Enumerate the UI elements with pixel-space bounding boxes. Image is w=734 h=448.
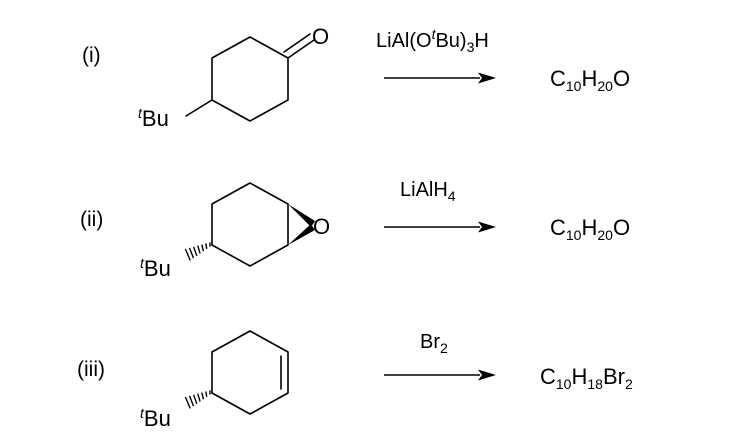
reaction-arrow-i [384, 72, 496, 84]
cyclohexane-ring [211, 36, 289, 122]
reaction-label-ii: (ii) [80, 208, 103, 231]
reagent-i: LiAl(OtBu)3H [376, 26, 489, 55]
cyclohexanone-structure: O tBu [138, 24, 329, 131]
epoxide-wedge-top [288, 204, 315, 227]
hashed-bond-tbu [184, 390, 211, 409]
tbu-group: tBu [138, 105, 169, 131]
reaction-iii: (iii) tBu Br2 C10H18Br2 [77, 330, 633, 431]
product-formula-ii: C10H20O [550, 215, 630, 243]
tbu-bond [185, 99, 213, 117]
cyclohexene-ring [211, 330, 289, 415]
epoxide-oxygen: O [313, 214, 330, 239]
product-formula-iii: C10H18Br2 [540, 364, 633, 392]
reagent-ii: LiAlH4 [400, 179, 456, 204]
epoxide-wedge-bottom [288, 224, 315, 245]
hashed-bond-tbu [184, 242, 211, 261]
cyclohexane-ring [211, 182, 289, 267]
cyclohexene-structure: tBu [140, 330, 289, 431]
carbonyl-oxygen: O [312, 24, 329, 49]
tbu-group: tBu [140, 405, 171, 431]
epoxide-structure: O tBu [140, 182, 330, 281]
carbonyl-bond-b [283, 33, 311, 53]
reaction-arrow-ii [384, 221, 496, 233]
reaction-arrow-iii [384, 369, 496, 381]
product-formula-i: C10H20O [550, 66, 630, 94]
reaction-i: (i) O tBu LiAl(OtBu)3H C10H20O [82, 24, 630, 131]
reagent-iii: Br2 [420, 331, 448, 356]
reaction-label-iii: (iii) [77, 358, 105, 381]
reaction-label-i: (i) [82, 44, 101, 67]
carbonyl-bond-a [287, 39, 315, 59]
reaction-ii: (ii) O tBu LiAlH4 C10H20O [80, 179, 630, 281]
tbu-group: tBu [140, 255, 171, 281]
